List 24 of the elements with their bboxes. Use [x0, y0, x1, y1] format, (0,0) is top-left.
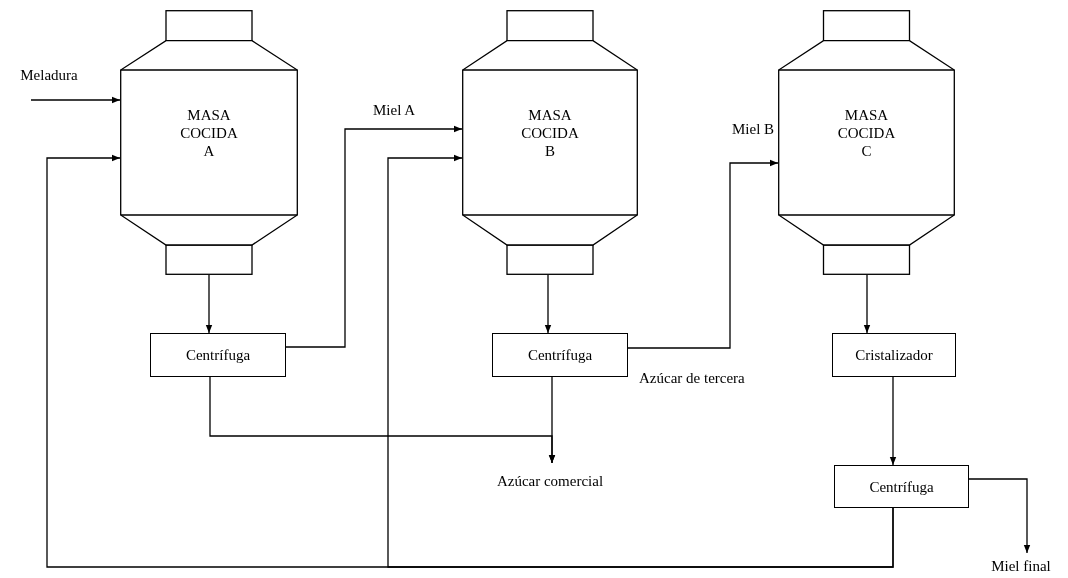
arrow	[889, 376, 897, 466]
arrow	[30, 96, 121, 104]
box-label: Centrífuga	[527, 346, 593, 364]
arrow	[863, 274, 871, 334]
vessel-label: MASA COCIDA A	[179, 106, 239, 160]
arrow	[205, 274, 213, 334]
arrow	[544, 274, 552, 334]
arrow	[387, 154, 894, 568]
box-label: Centrífuga	[185, 346, 251, 364]
vessel-label: MASA COCIDA C	[836, 106, 897, 160]
arrow	[285, 125, 463, 348]
process-box	[834, 465, 969, 508]
arrow	[968, 478, 1031, 554]
process-box	[150, 333, 286, 377]
stream-label: Azúcar comercial	[495, 472, 605, 490]
box-label: Centrífuga	[869, 477, 934, 496]
vessel-label: MASA COCIDA B	[520, 106, 580, 160]
stream-label: Miel final	[990, 557, 1052, 575]
process-box	[832, 333, 956, 377]
box-label: Cristalizador	[855, 346, 933, 364]
arrow	[548, 376, 556, 464]
arrow	[627, 159, 779, 349]
process-box	[492, 333, 628, 377]
stream-label: Meladura	[19, 66, 79, 84]
